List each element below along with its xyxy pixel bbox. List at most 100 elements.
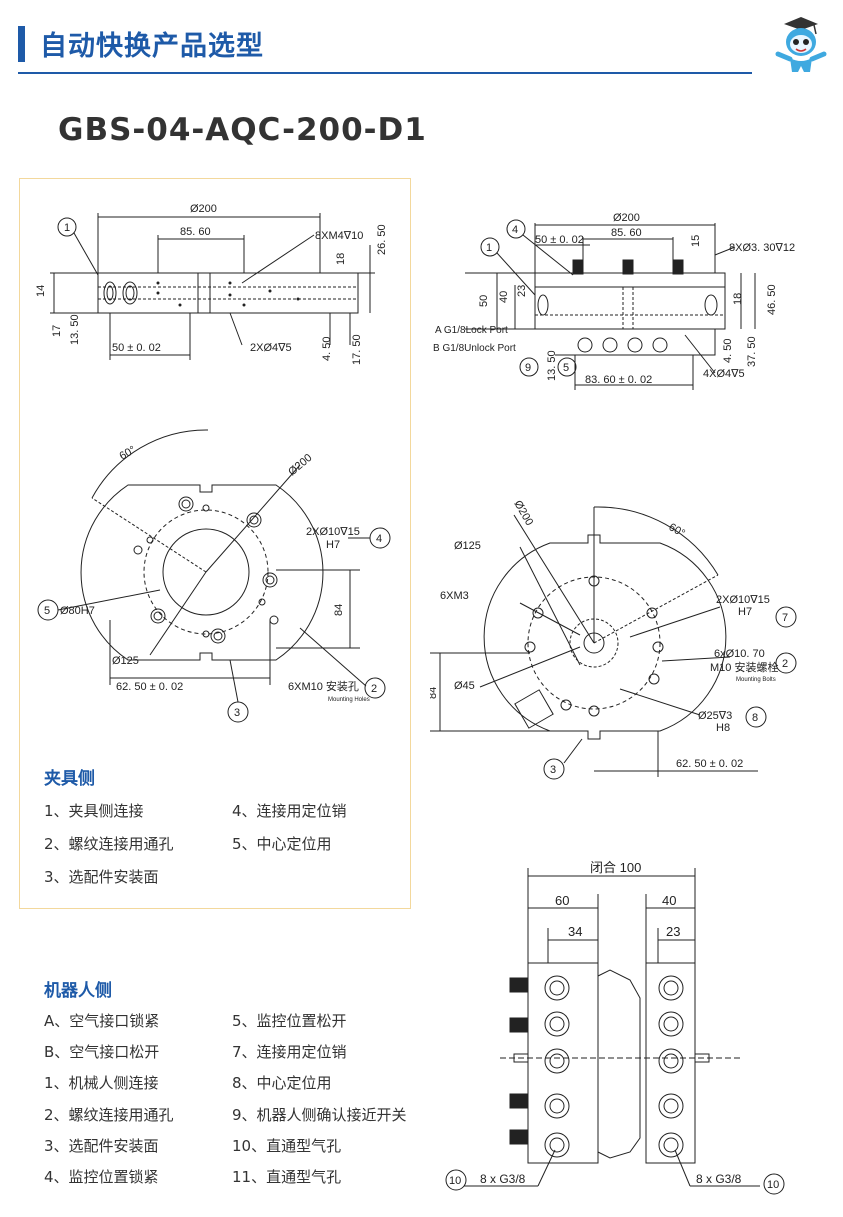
callout-2: 2 <box>371 683 377 695</box>
callout-3: 3 <box>234 707 240 719</box>
tool-side-item: 1、夹具侧连接 <box>44 802 144 820</box>
dim-pin-hole: 2XØ10∇15 <box>716 594 770 606</box>
dim-62-50: 62. 50 ± 0. 02 <box>676 758 743 770</box>
dim-26-50: 26. 50 <box>376 224 388 255</box>
callout-7: 7 <box>782 612 788 624</box>
robot-side-item: 5、监控位置松开 <box>232 1012 347 1030</box>
robot-side-item: 7、连接用定位销 <box>232 1043 347 1061</box>
callout-5: 5 <box>563 362 569 374</box>
dim-40: 40 <box>662 893 676 908</box>
dim-diameter-125: Ø125 <box>454 540 481 552</box>
robot-side-item: 3、选配件安装面 <box>44 1137 159 1155</box>
dim-50-tolerance: 50 ± 0. 02 <box>535 234 584 246</box>
callout-4: 4 <box>512 224 518 236</box>
robot-side-item: 8、中心定位用 <box>232 1074 332 1092</box>
dim-18: 18 <box>335 253 347 265</box>
dim-85-60: 85. 60 <box>611 227 642 239</box>
dim-diameter-125: Ø125 <box>112 655 139 667</box>
dim-15: 15 <box>690 235 702 247</box>
dim-diameter-200: Ø200 <box>190 203 217 215</box>
dim-v13-50: 13. 50 <box>546 350 558 381</box>
tool-side-item: 4、连接用定位销 <box>232 802 347 820</box>
dim-8xm4: 8XM4∇10 <box>315 230 363 242</box>
robot-side-item: 11、直通型气孔 <box>232 1168 342 1186</box>
tool-side-elevation-drawing: Ø200 85. 60 8XM4∇10 26. 50 18 14 17 13. … <box>35 203 388 365</box>
dim-closed-100: 闭合 100 <box>590 860 641 875</box>
dim-diameter-200: Ø200 <box>286 452 314 478</box>
callout-9: 9 <box>525 362 531 374</box>
dim-84: 84 <box>333 604 345 616</box>
dim-v46-50: 46. 50 <box>766 284 778 315</box>
dim-8x-d3-30: 8XØ3. 30∇12 <box>729 242 795 254</box>
dim-34: 34 <box>568 924 582 939</box>
dim-h7: H7 <box>738 606 752 618</box>
dim-h8: H8 <box>716 722 730 734</box>
robot-side-item: 4、监控位置锁紧 <box>44 1168 159 1186</box>
dim-4-50: 4. 50 <box>321 337 333 361</box>
header-accent-bar <box>18 26 25 62</box>
robot-side-face-drawing: Ø200 60° Ø125 6XM3 2XØ10∇15 H7 6xØ10. 70… <box>430 499 797 780</box>
tool-side-title: 夹具侧 <box>44 769 95 789</box>
dim-60: 60 <box>555 893 569 908</box>
dim-85-60: 85. 60 <box>180 226 211 238</box>
callout-3: 3 <box>550 764 556 776</box>
dim-6x-d10-70: 6xØ10. 70 <box>714 648 765 660</box>
callout-10-right: 10 <box>767 1179 779 1191</box>
dim-17: 17 <box>51 325 63 337</box>
dim-14: 14 <box>35 285 47 297</box>
dim-diameter-25: Ø25∇3 <box>698 710 732 722</box>
dim-80h7: Ø80H7 <box>60 605 95 617</box>
tool-side-item: 3、选配件安装面 <box>44 868 159 886</box>
tool-side-item: 5、中心定位用 <box>232 835 332 853</box>
label-mounting-holes: Mounting Holes <box>328 697 370 703</box>
callout-10-left: 10 <box>449 1175 461 1187</box>
label-port-a: A G1/8Lock Port <box>435 325 508 336</box>
dim-4x-d4: 4XØ4∇5 <box>703 368 745 380</box>
dim-17-50: 17. 50 <box>351 334 363 365</box>
model-number: GBS-04-AQC-200-D1 <box>58 112 427 148</box>
robot-side-title: 机器人侧 <box>44 981 112 1001</box>
air-ports-drawing: 闭合 100 60 40 34 23 8 x G3/8 8 x G3/8 10 … <box>445 860 785 1195</box>
robot-side-item: B、空气接口松开 <box>44 1043 160 1061</box>
dim-v18: 18 <box>732 293 744 305</box>
callout-2: 2 <box>782 658 788 670</box>
dim-60-degree: 60° <box>118 444 138 463</box>
dim-v50: 50 <box>478 295 490 307</box>
dim-pin-hole: 2XØ10∇15 <box>306 526 360 538</box>
callout-5: 5 <box>44 605 50 617</box>
tool-side-panel <box>19 178 411 909</box>
dim-62-50: 62. 50 ± 0. 02 <box>116 681 183 693</box>
robot-side-elevation-drawing: Ø200 50 ± 0. 02 85. 60 15 8XØ3. 30∇12 50… <box>433 212 795 390</box>
page-title: 自动快换产品选型 <box>40 31 264 62</box>
dim-v40: 40 <box>498 291 510 303</box>
dim-83-60: 83. 60 ± 0. 02 <box>585 374 652 386</box>
header-divider <box>18 72 752 74</box>
dim-h7: H7 <box>326 539 340 551</box>
dim-13-50: 13. 50 <box>69 314 81 345</box>
dim-diameter-200: Ø200 <box>511 499 535 528</box>
tool-side-face-drawing: 60° Ø200 2XØ10∇15 H7 Ø80H7 84 Ø125 62. 5… <box>37 429 391 723</box>
robot-side-item: 9、机器人侧确认接近开关 <box>232 1106 407 1124</box>
dim-v37-50: 37. 50 <box>746 336 758 367</box>
dim-84: 84 <box>430 687 439 699</box>
mascot-logo-icon <box>775 17 827 72</box>
dim-2x-d4: 2XØ4∇5 <box>250 342 292 354</box>
tool-side-item: 2、螺纹连接用通孔 <box>44 835 174 853</box>
dim-diameter-200: Ø200 <box>613 212 640 224</box>
dim-23: 23 <box>666 924 680 939</box>
robot-side-item: 1、机械人侧连接 <box>44 1074 159 1092</box>
callout-8: 8 <box>752 712 758 724</box>
robot-side-item: A、空气接口锁紧 <box>44 1012 160 1030</box>
dim-8x-g38-left: 8 x G3/8 <box>480 1172 526 1186</box>
callout-4: 4 <box>376 533 382 545</box>
dim-6xm10: 6XM10 安装孔 <box>288 679 359 693</box>
dim-v4-50: 4. 50 <box>722 339 734 363</box>
robot-side-item: 2、螺纹连接用通孔 <box>44 1106 174 1124</box>
dim-6xm3: 6XM3 <box>440 590 469 602</box>
label-mounting-bolts: Mounting Bolts <box>736 677 776 683</box>
robot-side-item: 10、直通型气孔 <box>232 1137 342 1155</box>
dim-50-tolerance: 50 ± 0. 02 <box>112 342 161 354</box>
dim-diameter-45: Ø45 <box>454 680 475 692</box>
callout-1: 1 <box>486 242 492 254</box>
callout-1: 1 <box>64 222 70 234</box>
